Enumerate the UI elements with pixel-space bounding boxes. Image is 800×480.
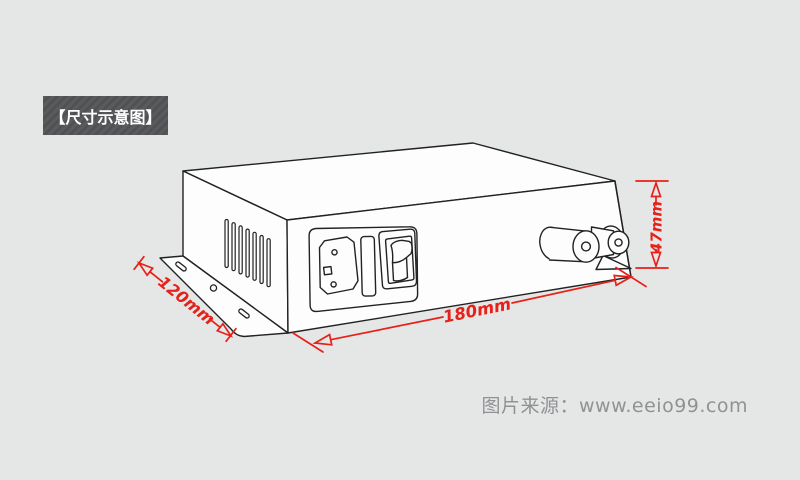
iec-c14-inlet: [318, 236, 359, 295]
iec-pin-top: [331, 248, 338, 256]
dimension-height-47mm: 47mm: [635, 180, 669, 269]
bnc-right-hole: [614, 238, 623, 247]
front-right-edge: [614, 181, 632, 278]
power-entry-module: [308, 226, 419, 313]
iec-pin-middle: [322, 265, 333, 276]
title-badge-label: 【尺寸示意图】: [49, 107, 162, 127]
rocker-bend-line: [391, 256, 408, 264]
dim-tick: [292, 332, 324, 353]
fuse-holder: [360, 235, 377, 297]
mounting-flange-holes: [175, 261, 250, 319]
dim-arrowhead: [650, 180, 662, 198]
dimension-label-height: 47mm: [648, 201, 666, 254]
dim-arrowhead: [312, 333, 333, 346]
bnc-left-hole: [580, 241, 592, 252]
image-source-text: 图片来源：www.eeio99.com: [481, 395, 748, 417]
title-badge: 【尺寸示意图】: [43, 96, 168, 135]
dim-tick: [615, 266, 647, 288]
bnc-connectors: [539, 225, 630, 263]
iec-pin-bottom: [330, 281, 337, 288]
mounting-flange-left: [159, 255, 289, 338]
dim-tick: [225, 327, 237, 343]
dim-arrowhead: [613, 274, 634, 287]
dim-arrowhead: [215, 322, 234, 338]
mounting-flange-right: [595, 254, 632, 271]
dim-arrowhead: [650, 251, 662, 269]
ventilation-slots: [224, 218, 271, 288]
image-source-watermark: 图片来源：www.eeio99.com: [482, 391, 749, 418]
